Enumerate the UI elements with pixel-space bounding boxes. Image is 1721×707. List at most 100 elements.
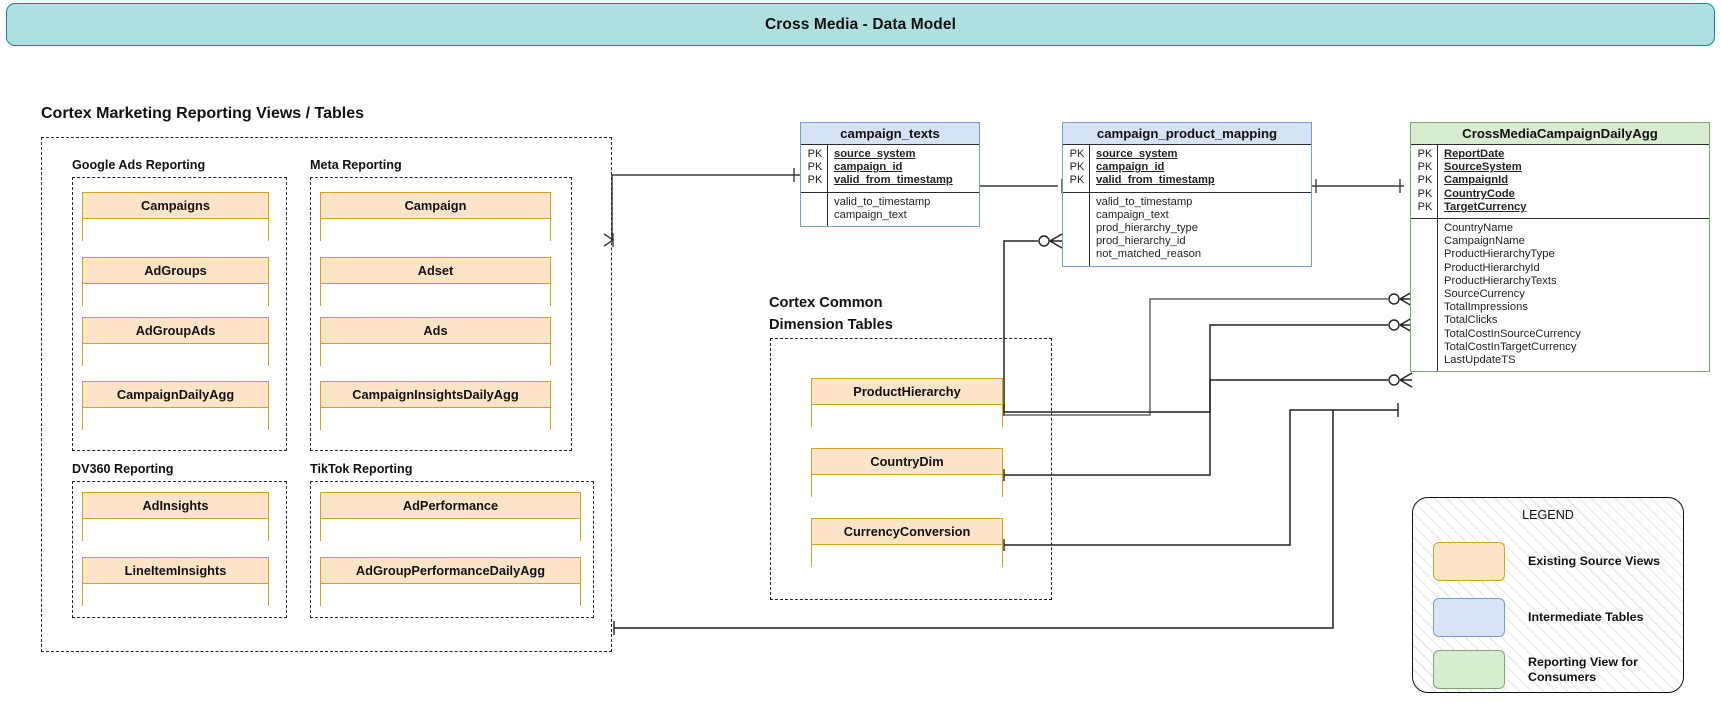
entity-body (321, 519, 580, 543)
group-label-google-ads: Google Ads Reporting (72, 158, 206, 172)
table-attribute: TotalCostInTargetCurrency (1444, 340, 1577, 353)
entity-campaigninsightsdailyagg[interactable]: CampaignInsightsDailyAgg (320, 381, 551, 432)
table-attribute: ProductHierarchyType (1444, 248, 1555, 261)
legend-row-source-views: Existing Source Views (1433, 542, 1660, 581)
pk-attribute: campaign_id (834, 161, 903, 174)
legend-swatch-intermediate-tables (1433, 598, 1505, 637)
group-label-dv360: DV360 Reporting (72, 462, 174, 476)
legend-label-source-views: Existing Source Views (1528, 554, 1660, 568)
table-campaign-product-mapping[interactable]: campaign_product_mapping PK PK PK source… (1062, 122, 1312, 267)
table-attributes: valid_to_timestamp campaign_text (828, 193, 979, 226)
legend-label-intermediate-tables: Intermediate Tables (1528, 610, 1644, 624)
legend-label-reporting-view: Reporting View for Consumers (1528, 655, 1638, 685)
pk-attribute: TargetCurrency (1444, 200, 1527, 213)
attr-key-spacer (1411, 219, 1438, 372)
table-attr-section: valid_to_timestamp campaign_text prod_hi… (1063, 192, 1311, 266)
pk-label: PK (1069, 148, 1085, 160)
table-cross-media-campaign-daily-agg[interactable]: CrossMediaCampaignDailyAgg PK PK PK PK P… (1410, 122, 1710, 373)
entity-title: AdGroupPerformanceDailyAgg (321, 558, 580, 584)
pk-attribute: source_system (1096, 148, 1178, 160)
pk-attribute: valid_from_timestamp (1096, 174, 1215, 187)
group-box-tiktok (310, 481, 594, 618)
entity-adset[interactable]: Adset (320, 257, 551, 308)
entity-countrydim[interactable]: CountryDim (811, 448, 1003, 499)
entity-title: ProductHierarchy (812, 379, 1002, 405)
entity-currencyconversion[interactable]: CurrencyConversion (811, 518, 1003, 569)
entity-body (812, 545, 1002, 569)
entity-campaigndailyagg[interactable]: CampaignDailyAgg (82, 381, 269, 432)
legend-row-intermediate-tables: Intermediate Tables (1433, 598, 1643, 637)
table-title: CrossMediaCampaignDailyAgg (1411, 123, 1709, 145)
entity-adgroupads[interactable]: AdGroupAds (82, 317, 269, 368)
pk-attribute: ReportDate (1444, 148, 1505, 160)
table-attribute: campaign_text (834, 208, 907, 221)
attr-key-spacer (801, 192, 828, 227)
dimension-section-heading-line2: Dimension Tables (769, 317, 893, 333)
entity-title: AdGroups (83, 258, 268, 284)
group-label-tiktok: TikTok Reporting (310, 462, 413, 476)
entity-title: CountryDim (812, 449, 1002, 475)
entity-body (812, 405, 1002, 429)
entity-title: AdGroupAds (83, 318, 268, 344)
table-attribute: CampaignName (1444, 235, 1525, 248)
table-attribute: not_matched_reason (1096, 248, 1202, 261)
entity-body (321, 344, 550, 368)
reporting-views-container (41, 137, 612, 652)
entity-ads[interactable]: Ads (320, 317, 551, 368)
entity-title: Campaign (321, 193, 550, 219)
pk-labels: PK PK PK PK PK (1411, 145, 1438, 219)
pk-label: PK (807, 161, 823, 174)
table-attr-section: valid_to_timestamp campaign_text (801, 192, 979, 227)
pk-labels: PK PK PK (801, 145, 828, 192)
legend-row-reporting-view: Reporting View for Consumers (1433, 650, 1638, 689)
pk-attribute: SourceSystem (1444, 161, 1522, 174)
pk-attribute: valid_from_timestamp (834, 174, 953, 187)
pk-label: PK (807, 148, 823, 160)
pk-attribute: campaign_id (1096, 161, 1165, 174)
entity-body (83, 219, 268, 243)
group-box-meta (310, 177, 572, 451)
table-pk-section: PK PK PK PK PK ReportDate SourceSystem C… (1411, 145, 1709, 220)
table-pk-section: PK PK PK source_system campaign_id valid… (1063, 145, 1311, 193)
entity-campaigns[interactable]: Campaigns (82, 192, 269, 243)
entity-body (83, 284, 268, 308)
pk-label: PK (1417, 148, 1433, 160)
table-attribute: prod_hierarchy_type (1096, 222, 1198, 235)
entity-campaign[interactable]: Campaign (320, 192, 551, 243)
entity-adperformance[interactable]: AdPerformance (320, 492, 581, 543)
legend-swatch-source-views (1433, 542, 1505, 581)
reporting-section-heading: Cortex Marketing Reporting Views / Table… (41, 105, 365, 122)
pk-label: PK (1417, 161, 1433, 174)
pk-attributes: source_system campaign_id valid_from_tim… (1090, 145, 1311, 192)
entity-lineiteminsights[interactable]: LineItemInsights (82, 557, 269, 608)
table-attributes: CountryName CampaignName ProductHierarch… (1438, 219, 1709, 371)
entity-title: AdPerformance (321, 493, 580, 519)
group-label-meta: Meta Reporting (310, 158, 402, 172)
group-box-google-ads (72, 177, 287, 451)
entity-title: LineItemInsights (83, 558, 268, 584)
table-attribute: ProductHierarchyTexts (1444, 274, 1557, 287)
pk-labels: PK PK PK (1063, 145, 1090, 192)
entity-adgroups[interactable]: AdGroups (82, 257, 269, 308)
entity-title: Adset (321, 258, 550, 284)
attr-key-spacer (1063, 192, 1090, 266)
table-campaign-texts[interactable]: campaign_texts PK PK PK source_system ca… (800, 122, 980, 228)
entity-producthierarchy[interactable]: ProductHierarchy (811, 378, 1003, 429)
table-attribute: CountryName (1444, 222, 1514, 235)
pk-label: PK (1417, 174, 1433, 187)
entity-title: CampaignDailyAgg (83, 382, 268, 408)
entity-adinsights[interactable]: AdInsights (82, 492, 269, 543)
entity-body (321, 584, 580, 608)
entity-body (321, 284, 550, 308)
table-attribute: TotalClicks (1444, 314, 1498, 327)
entity-title: AdInsights (83, 493, 268, 519)
table-attribute: valid_to_timestamp (834, 195, 931, 208)
entity-body (83, 584, 268, 608)
group-box-dv360 (72, 481, 287, 618)
entity-body (83, 408, 268, 432)
entity-adgroupperformancedailyagg[interactable]: AdGroupPerformanceDailyAgg (320, 557, 581, 608)
table-attributes: valid_to_timestamp campaign_text prod_hi… (1090, 193, 1311, 266)
pk-attribute: CampaignId (1444, 174, 1509, 187)
pk-attributes: ReportDate SourceSystem CampaignId Count… (1438, 145, 1709, 218)
